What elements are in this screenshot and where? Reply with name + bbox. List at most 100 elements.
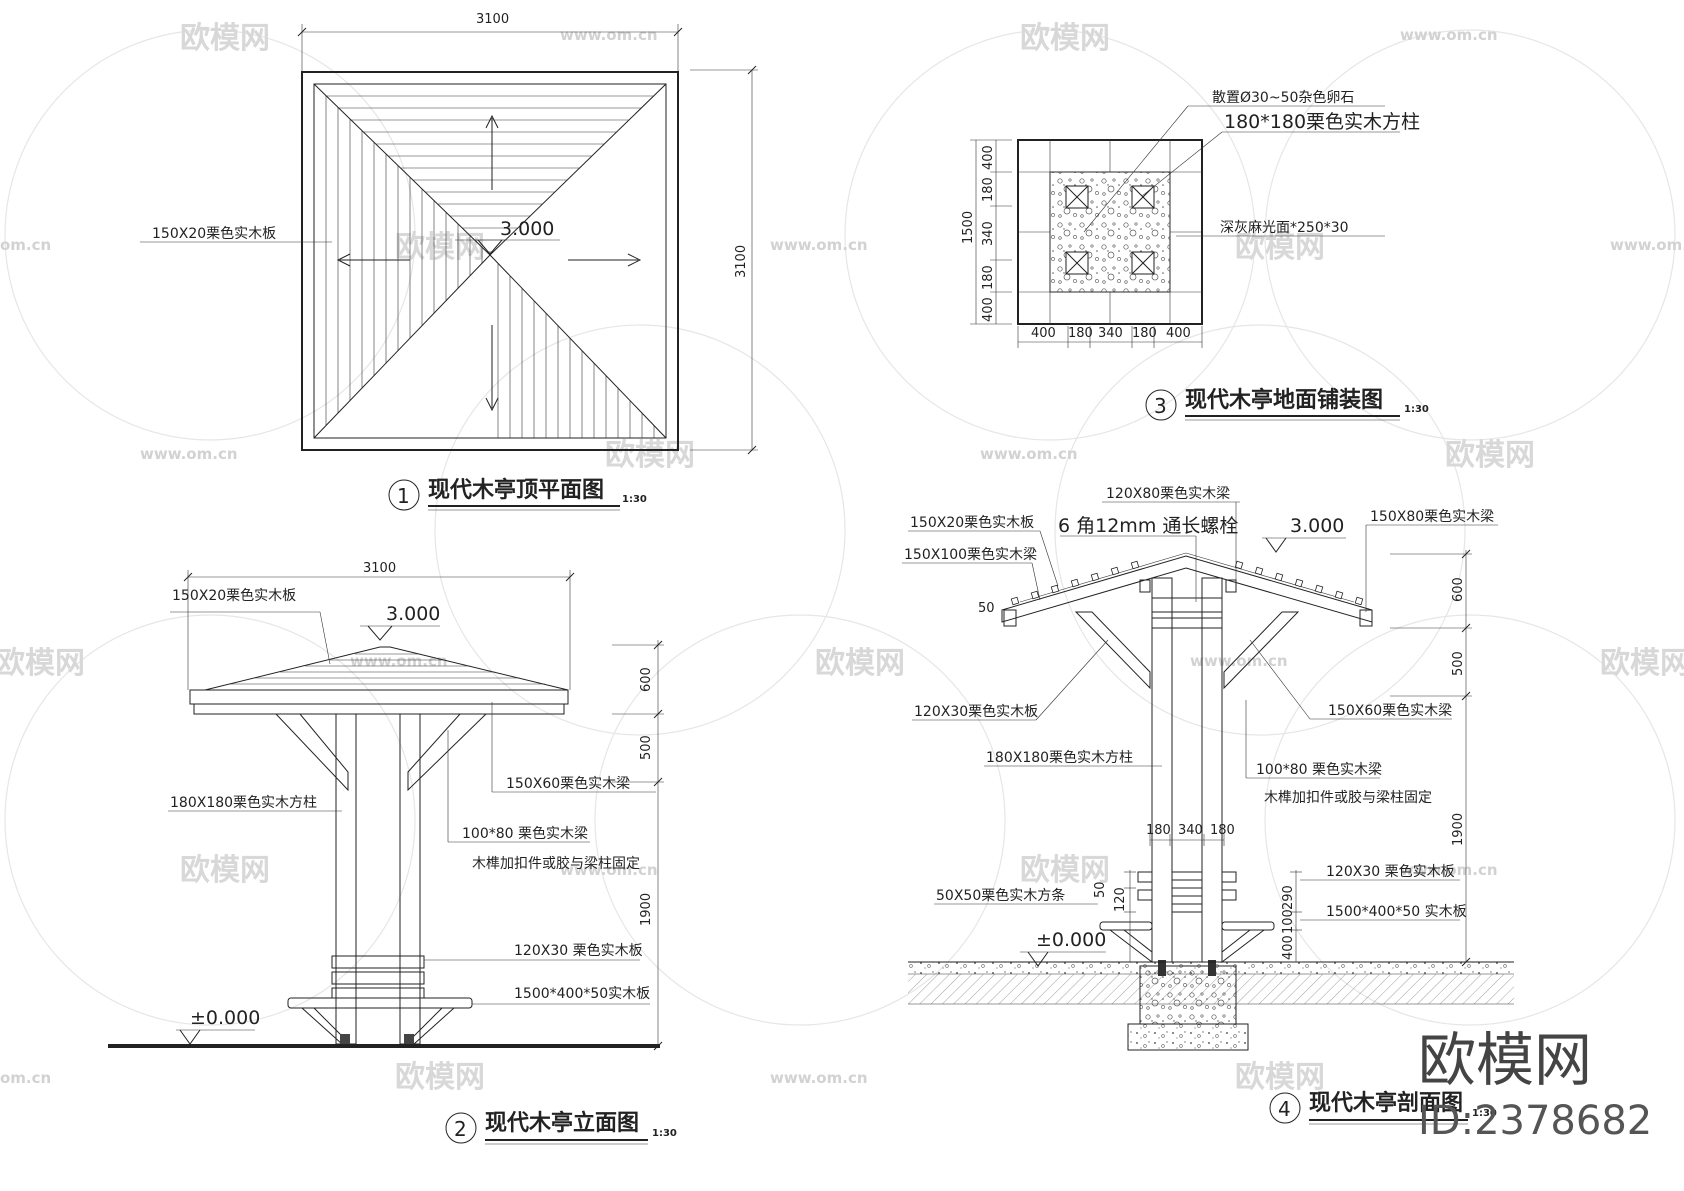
watermark-brand: 欧模网 <box>605 438 695 473</box>
watermark-url: om.cn <box>0 1069 51 1087</box>
watermark-url: www.om.cn <box>560 861 658 879</box>
paving-title: 现代木亭地面铺装图 <box>1185 387 1383 413</box>
watermark-url: www.om.cn <box>140 445 238 463</box>
watermark-brand: 欧模网 <box>1020 853 1110 888</box>
section-bench-dim: 50 <box>1093 881 1108 898</box>
watermark-brand: 欧模网 <box>1445 438 1535 473</box>
watermark-url: www.om.cn <box>1400 26 1498 44</box>
roof-plan-width-dim: 3100 <box>476 12 509 27</box>
section-right-beam-label: 150X80栗色实木梁 <box>1370 508 1494 525</box>
watermark-url: www.om.cn <box>1610 236 1684 254</box>
section-bolt-label: 6 角12mm 通长螺栓 <box>1058 515 1238 537</box>
elevation-height-600: 600 <box>639 667 654 692</box>
paving-scale: 1:30 <box>1404 404 1429 415</box>
section-drawing: 3.000 ±0.000 600 500 1900 180 340 180 <box>902 485 1514 1125</box>
elevation-bench-board-label: 120X30 栗色实木板 <box>514 942 643 959</box>
watermark-url: www.om.cn <box>1190 652 1288 670</box>
watermark-brand: 欧模网 <box>1600 646 1684 681</box>
section-bench-dim: 400 <box>1281 935 1296 960</box>
section-seat-board-label: 1500*400*50 实木板 <box>1326 904 1467 920</box>
elevation-brace-note: 木榫加扣件或胶与梁柱固定 <box>472 855 640 872</box>
brand-id: ID:2378682 <box>1418 1098 1652 1144</box>
watermark-brand: 欧模网 <box>180 21 270 56</box>
section-post-dim: 340 <box>1178 823 1203 838</box>
section-batten-label: 50X50栗色实木方条 <box>936 887 1065 904</box>
section-eave-dim: 50 <box>978 601 995 616</box>
watermark-brand: 欧模网 <box>815 646 905 681</box>
section-brace-note: 木榫加扣件或胶与梁柱固定 <box>1264 789 1432 806</box>
section-post-label: 180X180栗色实木方柱 <box>986 749 1133 766</box>
section-bench-dim: 290 <box>1281 885 1296 910</box>
paving-h-dim: 400 <box>1031 326 1056 341</box>
paving-post-note: 180*180栗色实木方柱 <box>1224 111 1420 133</box>
elevation-drawing: 3100 ±0.000 <box>108 561 677 1145</box>
watermark-url: www.om.cn <box>1400 861 1498 879</box>
section-post-dim: 180 <box>1210 823 1235 838</box>
paving-overall-v: 1500 <box>961 211 976 244</box>
elevation-scale: 1:30 <box>652 1128 677 1139</box>
roof-plan-elevation: 3.000 <box>500 218 554 240</box>
elevation-title: 现代木亭立面图 <box>485 1110 639 1136</box>
watermark-url: www.om.cn <box>560 26 658 44</box>
paving-v-dim: 340 <box>981 221 996 246</box>
paving-h-dim: 400 <box>1166 326 1191 341</box>
paving-v-dim: 400 <box>981 145 996 170</box>
watermark-url: www.om.cn <box>770 236 868 254</box>
roof-plan-title: 现代木亭顶平面图 <box>428 477 604 503</box>
section-bench-board-label: 120X30 栗色实木板 <box>1326 863 1455 880</box>
watermark-url: www.om.cn <box>350 652 448 670</box>
paving-pebble-note: 散置Ø30~50杂色卵石 <box>1212 89 1354 106</box>
paving-granite-note: 深灰麻光面*250*30 <box>1220 220 1349 236</box>
watermark-brand: 欧模网 <box>1020 21 1110 56</box>
section-rafter-label: 150X100栗色实木梁 <box>904 546 1037 563</box>
watermark-url: om.cn <box>0 236 51 254</box>
elevation-seat-board-label: 1500*400*50实木板 <box>514 986 650 1002</box>
paving-h-dim: 340 <box>1098 326 1123 341</box>
elevation-post-label: 180X180栗色实木方柱 <box>170 794 317 811</box>
section-height-600: 600 <box>1451 577 1466 602</box>
roof-plan-board-label: 150X20栗色实木板 <box>152 225 276 242</box>
elevation-roof-board-label: 150X20栗色实木板 <box>172 587 296 604</box>
section-bench-dim: 100 <box>1281 909 1296 934</box>
paving-v-dim: 180 <box>981 177 996 202</box>
roof-plan-scale: 1:30 <box>622 494 647 505</box>
section-ground-elev: ±0.000 <box>1036 929 1106 951</box>
elevation-height-1900: 1900 <box>639 893 654 926</box>
watermark-url: www.om.cn <box>980 445 1078 463</box>
watermark-brand: 欧模网 <box>180 853 270 888</box>
paving-number: 3 <box>1154 394 1167 418</box>
section-roof-board-label: 150X20栗色实木板 <box>910 514 1034 531</box>
paving-h-dim: 180 <box>1132 326 1157 341</box>
section-height-1900: 1900 <box>1451 813 1466 846</box>
section-height-500: 500 <box>1451 651 1466 676</box>
section-side-beam-label: 150X60栗色实木梁 <box>1328 702 1452 719</box>
watermark-brand: 欧模网 <box>0 646 85 681</box>
elevation-height-500: 500 <box>639 735 654 760</box>
roof-plan-drawing: 3100 3100 3.000 150X20栗色实木板 <box>140 12 758 511</box>
section-brace-label: 100*80 栗色实木梁 <box>1256 761 1382 778</box>
elevation-number: 2 <box>454 1117 467 1141</box>
section-post-dim: 180 <box>1146 823 1171 838</box>
roof-plan-number: 1 <box>397 484 410 508</box>
section-scale: 1:30 <box>1472 1108 1497 1119</box>
elevation-brace-label: 100*80 栗色实木梁 <box>462 825 588 842</box>
paving-v-dim: 400 <box>981 297 996 322</box>
section-number: 4 <box>1278 1097 1291 1121</box>
elevation-beam-label: 150X60栗色实木梁 <box>506 775 630 792</box>
roof-plan-height-dim: 3100 <box>734 245 749 278</box>
elevation-width-dim: 3100 <box>363 561 396 576</box>
brand-name: 欧模网 <box>1418 1026 1592 1094</box>
branding-corner: 欧模网 ID:2378682 <box>1418 1026 1652 1144</box>
section-top-beam-label: 120X80栗色实木梁 <box>1106 485 1230 502</box>
paving-v-dim: 180 <box>981 265 996 290</box>
section-title: 现代木亭剖面图 <box>1309 1090 1463 1116</box>
elevation-roof-elev: 3.000 <box>386 603 440 625</box>
paving-h-dim: 180 <box>1068 326 1093 341</box>
paving-plan-drawing: 散置Ø30~50杂色卵石 180*180栗色实木方柱 深灰麻光面*250*30 … <box>961 89 1429 421</box>
watermark-url: www.om.cn <box>770 1069 868 1087</box>
section-roof-elev: 3.000 <box>1290 515 1344 537</box>
section-bench-dim: 120 <box>1113 887 1128 912</box>
section-fascia-label: 120X30栗色实木板 <box>914 703 1038 720</box>
watermark-layer: 欧模网 欧模网 欧模网 欧模网 欧模网 欧模网 欧模网 欧模网 欧模网 欧模网 … <box>0 21 1684 1095</box>
